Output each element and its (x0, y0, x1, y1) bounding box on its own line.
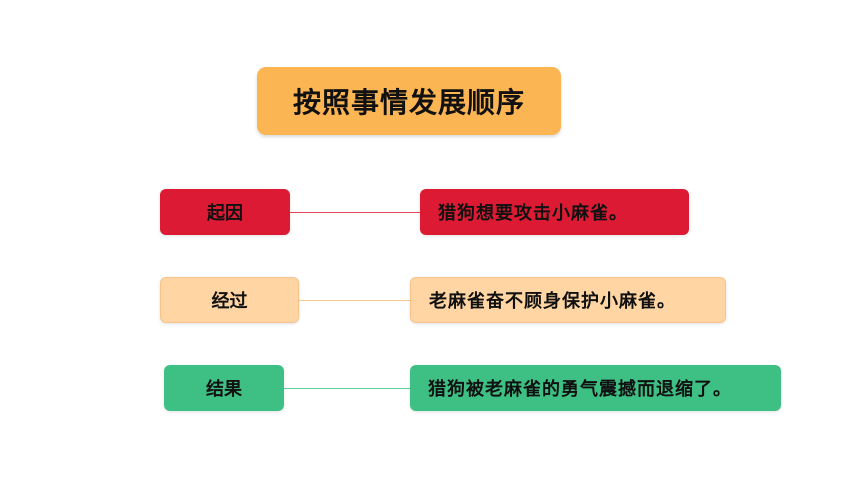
result-content: 猎狗被老麻雀的勇气震撼而退缩了。 (410, 365, 781, 411)
process-connector (299, 300, 410, 301)
cause-connector (290, 212, 420, 213)
result-label: 结果 (164, 365, 284, 411)
cause-label: 起因 (160, 189, 290, 235)
process-content: 老麻雀奋不顾身保护小麻雀。 (410, 277, 726, 323)
cause-content: 猎狗想要攻击小麻雀。 (420, 189, 689, 235)
result-connector (284, 388, 410, 389)
diagram-title: 按照事情发展顺序 (257, 67, 561, 135)
process-label: 经过 (160, 277, 299, 323)
